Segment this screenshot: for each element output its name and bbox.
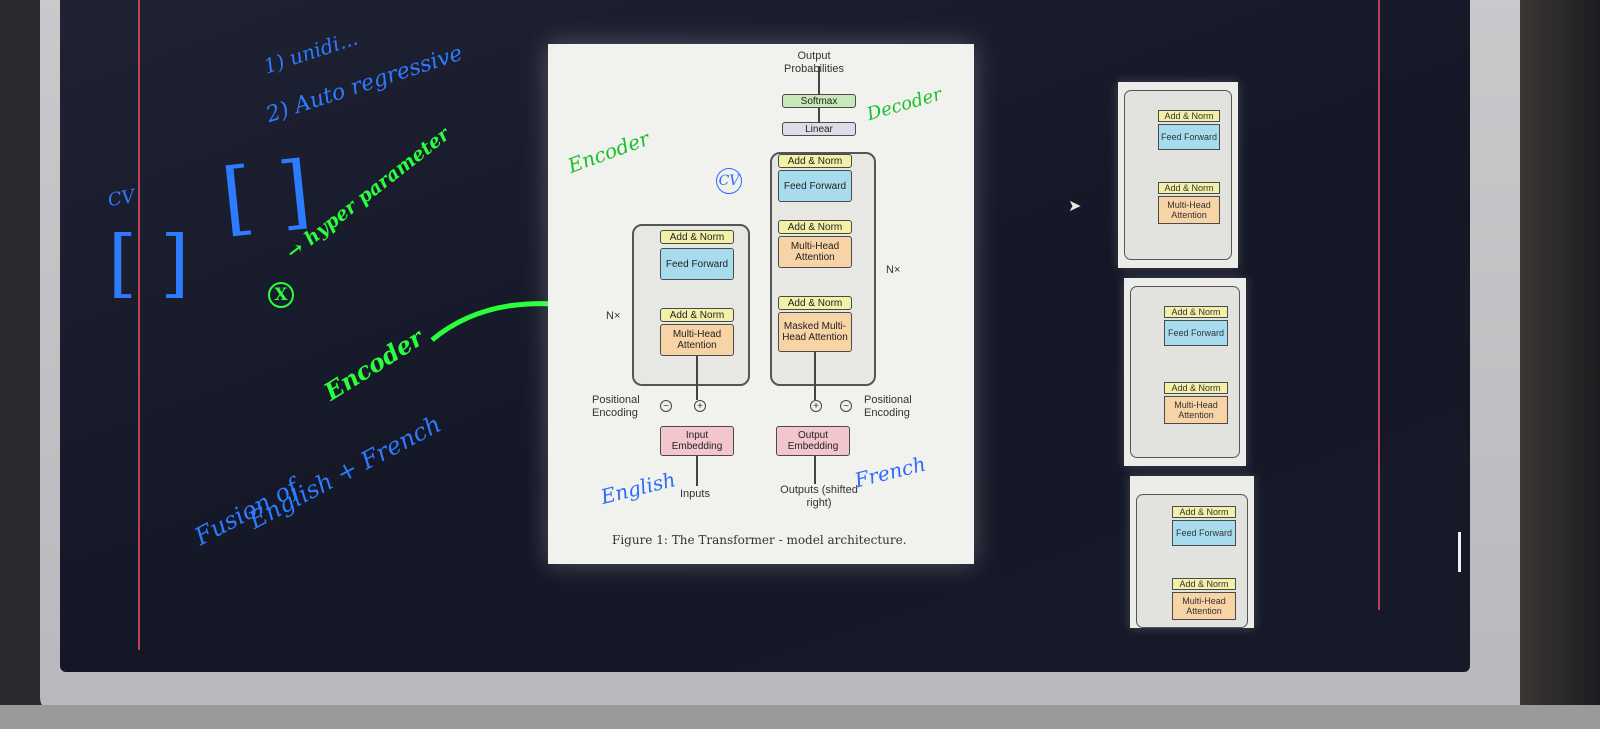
decoder-positional-encoding-label: Positional Encoding: [864, 394, 912, 419]
decoder-sine-icon: ~: [840, 400, 852, 412]
input-embedding-box: Input Embedding: [660, 426, 734, 456]
arrow-inputs: [696, 456, 698, 486]
encoder-feed-forward: Feed Forward: [660, 248, 734, 280]
outputs-label: Outputs (shifted right): [780, 484, 858, 509]
decoder-multi-head-attention: Multi-Head Attention: [778, 236, 852, 268]
output-probabilities-label: Output Probabilities: [784, 50, 844, 75]
inputs-label: Inputs: [680, 488, 710, 500]
thumbnail-1-add-norm-bottom: Add & Norm: [1158, 182, 1220, 194]
thumbnail-2-add-norm-bottom: Add & Norm: [1164, 382, 1228, 394]
thumbnail-1[interactable]: Add & Norm Feed Forward Add & Norm Multi…: [1118, 82, 1238, 268]
decoder-masked-multi-head-attention: Masked Multi-Head Attention: [778, 312, 852, 352]
note-english: English: [598, 467, 679, 509]
note-encoder: Encoder: [564, 126, 653, 178]
arrow-encoder-in: [696, 356, 698, 400]
thumbnail-3-add-norm-bottom: Add & Norm: [1172, 578, 1236, 590]
thumbnail-2[interactable]: Add & Norm Feed Forward Add & Norm Multi…: [1124, 278, 1246, 466]
thumbnail-2-multi-head-attention: Multi-Head Attention: [1164, 396, 1228, 424]
encoder-add-norm-top: Add & Norm: [660, 230, 734, 244]
encoder-positional-encoding-label: Positional Encoding: [592, 394, 640, 419]
arrow-decoder-in: [814, 352, 816, 400]
text-caret: [1458, 532, 1461, 572]
desk-edge: [0, 705, 1600, 729]
figure-caption: Figure 1: The Transformer - model archit…: [612, 533, 907, 547]
encoder-add-norm-bottom: Add & Norm: [660, 308, 734, 322]
decoder-add-norm-mid: Add & Norm: [778, 220, 852, 234]
arrow-softmax-linear: [818, 108, 820, 122]
thumbnail-3-multi-head-attention: Multi-Head Attention: [1172, 592, 1236, 620]
thumbnail-2-add-norm-top: Add & Norm: [1164, 306, 1228, 318]
encoder-sine-icon: ~: [660, 400, 672, 412]
decoder-add-icon: +: [810, 400, 822, 412]
thumbnail-3[interactable]: Add & Norm Feed Forward Add & Norm Multi…: [1130, 476, 1254, 628]
mouse-cursor-icon: ➤: [1068, 198, 1082, 215]
decoder-add-norm-top: Add & Norm: [778, 154, 852, 168]
note-cv: CV: [716, 168, 742, 194]
thumbnail-3-feed-forward: Feed Forward: [1172, 520, 1236, 546]
right-margin-line: [1378, 0, 1380, 610]
thumbnail-1-feed-forward: Feed Forward: [1158, 124, 1220, 150]
arrow-outputs: [814, 456, 816, 484]
thumbnail-1-multi-head-attention: Multi-Head Attention: [1158, 196, 1220, 224]
decoder-add-norm-bottom: Add & Norm: [778, 296, 852, 310]
thumbnail-2-feed-forward: Feed Forward: [1164, 320, 1228, 346]
thumbnail-3-add-norm-top: Add & Norm: [1172, 506, 1236, 518]
room-background: [1520, 0, 1600, 729]
x-circle-mark: X: [268, 282, 294, 308]
decoder-nx-label: N×: [886, 264, 901, 276]
linear-box: Linear: [782, 122, 856, 136]
bracket-pair-1: [ ]: [108, 220, 190, 306]
decoder-feed-forward: Feed Forward: [778, 170, 852, 202]
encoder-add-icon: +: [694, 400, 706, 412]
arrow-to-probabilities: [818, 66, 820, 94]
transformer-figure: Output Probabilities Softmax Linear Add …: [548, 44, 974, 564]
thumbnail-1-add-norm-top: Add & Norm: [1158, 110, 1220, 122]
left-margin-line: [138, 0, 140, 650]
output-embedding-box: Output Embedding: [776, 426, 850, 456]
encoder-multi-head-attention: Multi-Head Attention: [660, 324, 734, 356]
note-french: French: [852, 451, 929, 493]
encoder-nx-label: N×: [606, 310, 621, 322]
softmax-box: Softmax: [782, 94, 856, 108]
note-decoder: Decoder: [864, 83, 945, 126]
